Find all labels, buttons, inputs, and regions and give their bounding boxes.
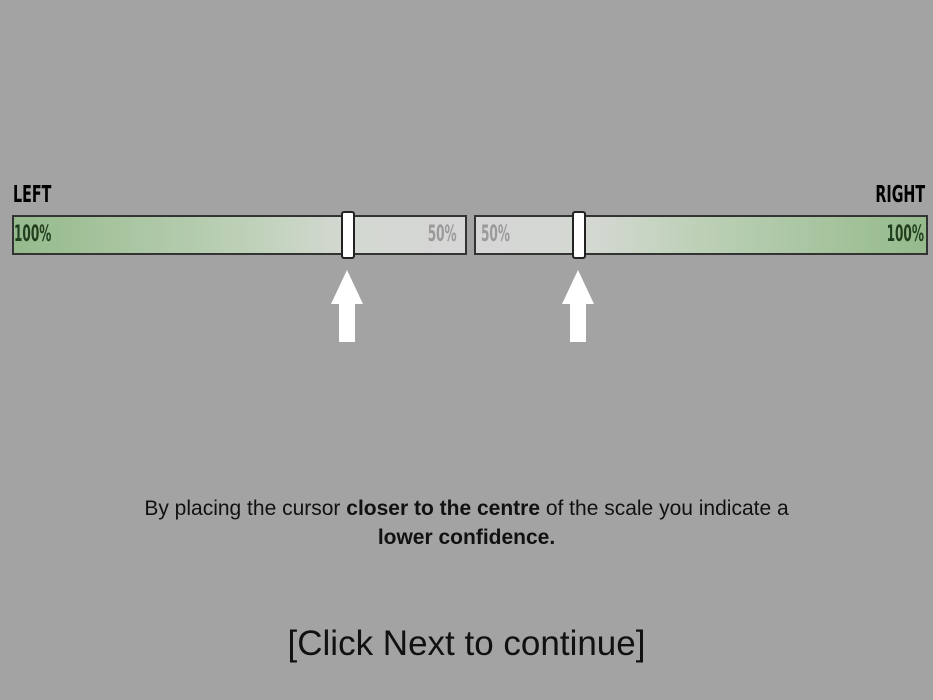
instruction-bold-centre: closer to the centre [346,497,540,520]
right-confidence-scale[interactable]: 50% 100% [474,215,928,255]
instruction-bold-confidence: lower confidence. [377,526,556,549]
right-50-label: 50% [481,222,510,247]
continue-prompt: [Click Next to continue] [287,624,646,663]
instruction-text: By placing the cursor closer to the cent… [0,494,933,552]
right-slider-handle[interactable] [572,211,586,259]
left-slider-handle[interactable] [341,211,355,259]
left-100-label: 100% [14,222,52,247]
left-50-label: 50% [428,222,457,247]
right-label: RIGHT [875,182,925,208]
left-confidence-scale[interactable]: 100% 50% [12,215,467,255]
right-100-label: 100% [886,222,924,247]
instruction-part1: By placing the cursor [144,497,347,520]
left-label: LEFT [13,182,52,208]
up-arrow-icon [562,270,594,342]
instruction-part2: of the scale you indicate a [540,497,789,520]
up-arrow-icon [331,270,363,342]
